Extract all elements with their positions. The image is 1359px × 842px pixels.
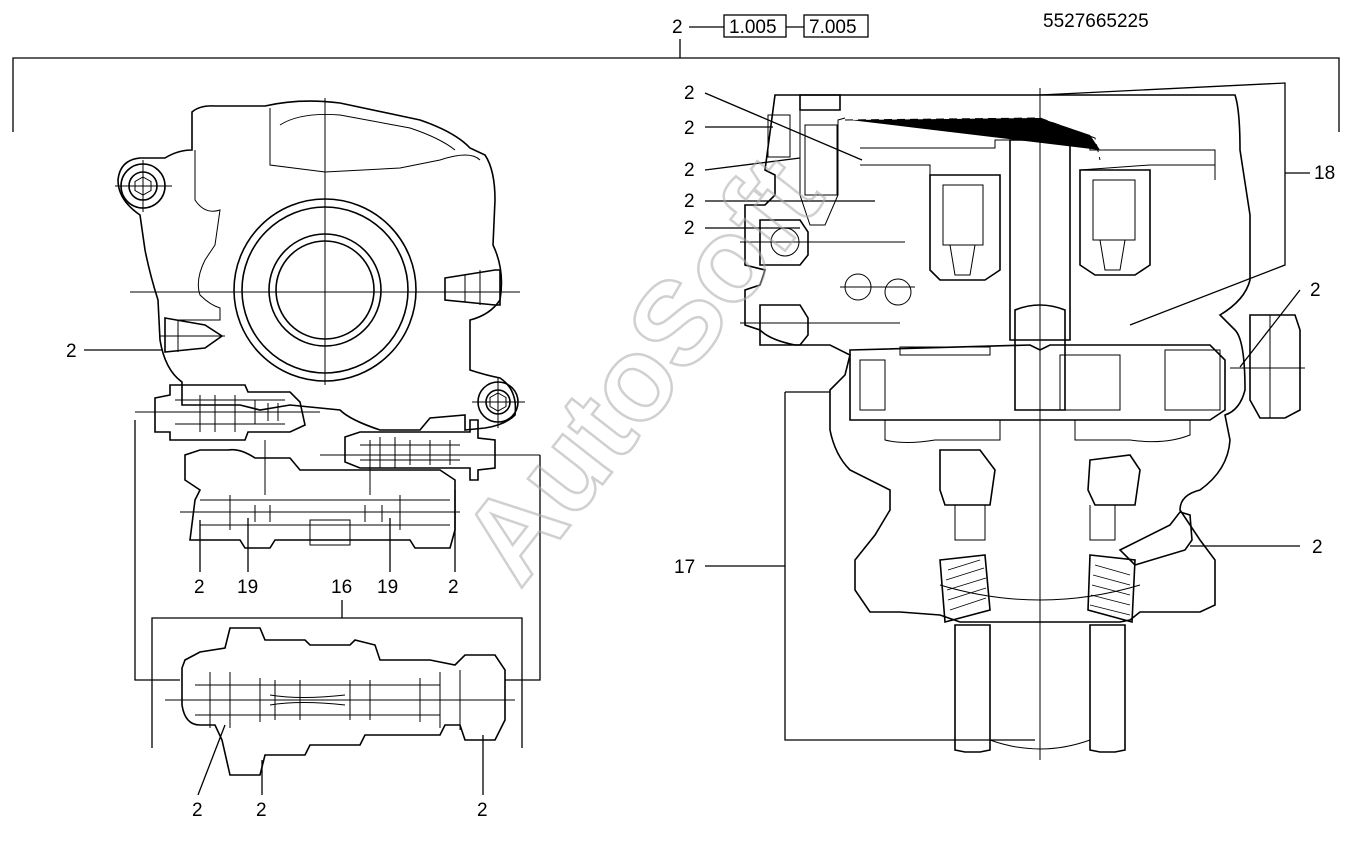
callout-right-2g: 2 (1312, 537, 1323, 558)
callout-left-bottom-2a: 2 (194, 577, 205, 598)
callout-right-2f: 2 (1310, 280, 1321, 301)
callout-right-2c: 2 (684, 160, 695, 181)
callout-left-19a: 19 (237, 577, 258, 598)
header: 2 1.005 7.005 5527665225 (12, 11, 1340, 132)
callout-right-2d: 2 (684, 191, 695, 212)
ref-box-a (723, 14, 787, 38)
callout-labels: 2 2 19 19 2 16 2 2 2 2 2 2 2 2 18 2 2 17 (66, 83, 1335, 821)
leader-lines (84, 92, 1310, 796)
callout-left-2: 2 (66, 341, 77, 362)
callout-right-2e: 2 (684, 218, 695, 239)
callout-left-16: 16 (331, 577, 352, 598)
callout-right-18: 18 (1314, 163, 1335, 184)
left-spool-drawing (151, 600, 523, 776)
callout-right-17: 17 (674, 557, 695, 578)
ref-box-b (803, 14, 869, 38)
ref-box-a-label: 1.005 (729, 17, 777, 38)
right-assembly-drawing (740, 82, 1305, 760)
left-housing-drawing (115, 98, 541, 681)
callout-left-lower-2c: 2 (477, 800, 488, 821)
part-number: 5527665225 (1043, 11, 1149, 32)
ref-box-b-label: 7.005 (809, 17, 857, 38)
callout-left-bottom-2b: 2 (448, 577, 459, 598)
header-ref-number: 2 (672, 17, 683, 38)
callout-left-lower-2a: 2 (192, 800, 203, 821)
callout-right-2b: 2 (684, 118, 695, 139)
callout-left-lower-2b: 2 (256, 800, 267, 821)
top-bracket (12, 57, 1340, 132)
callout-left-19b: 19 (377, 577, 398, 598)
callout-right-2a: 2 (684, 83, 695, 104)
